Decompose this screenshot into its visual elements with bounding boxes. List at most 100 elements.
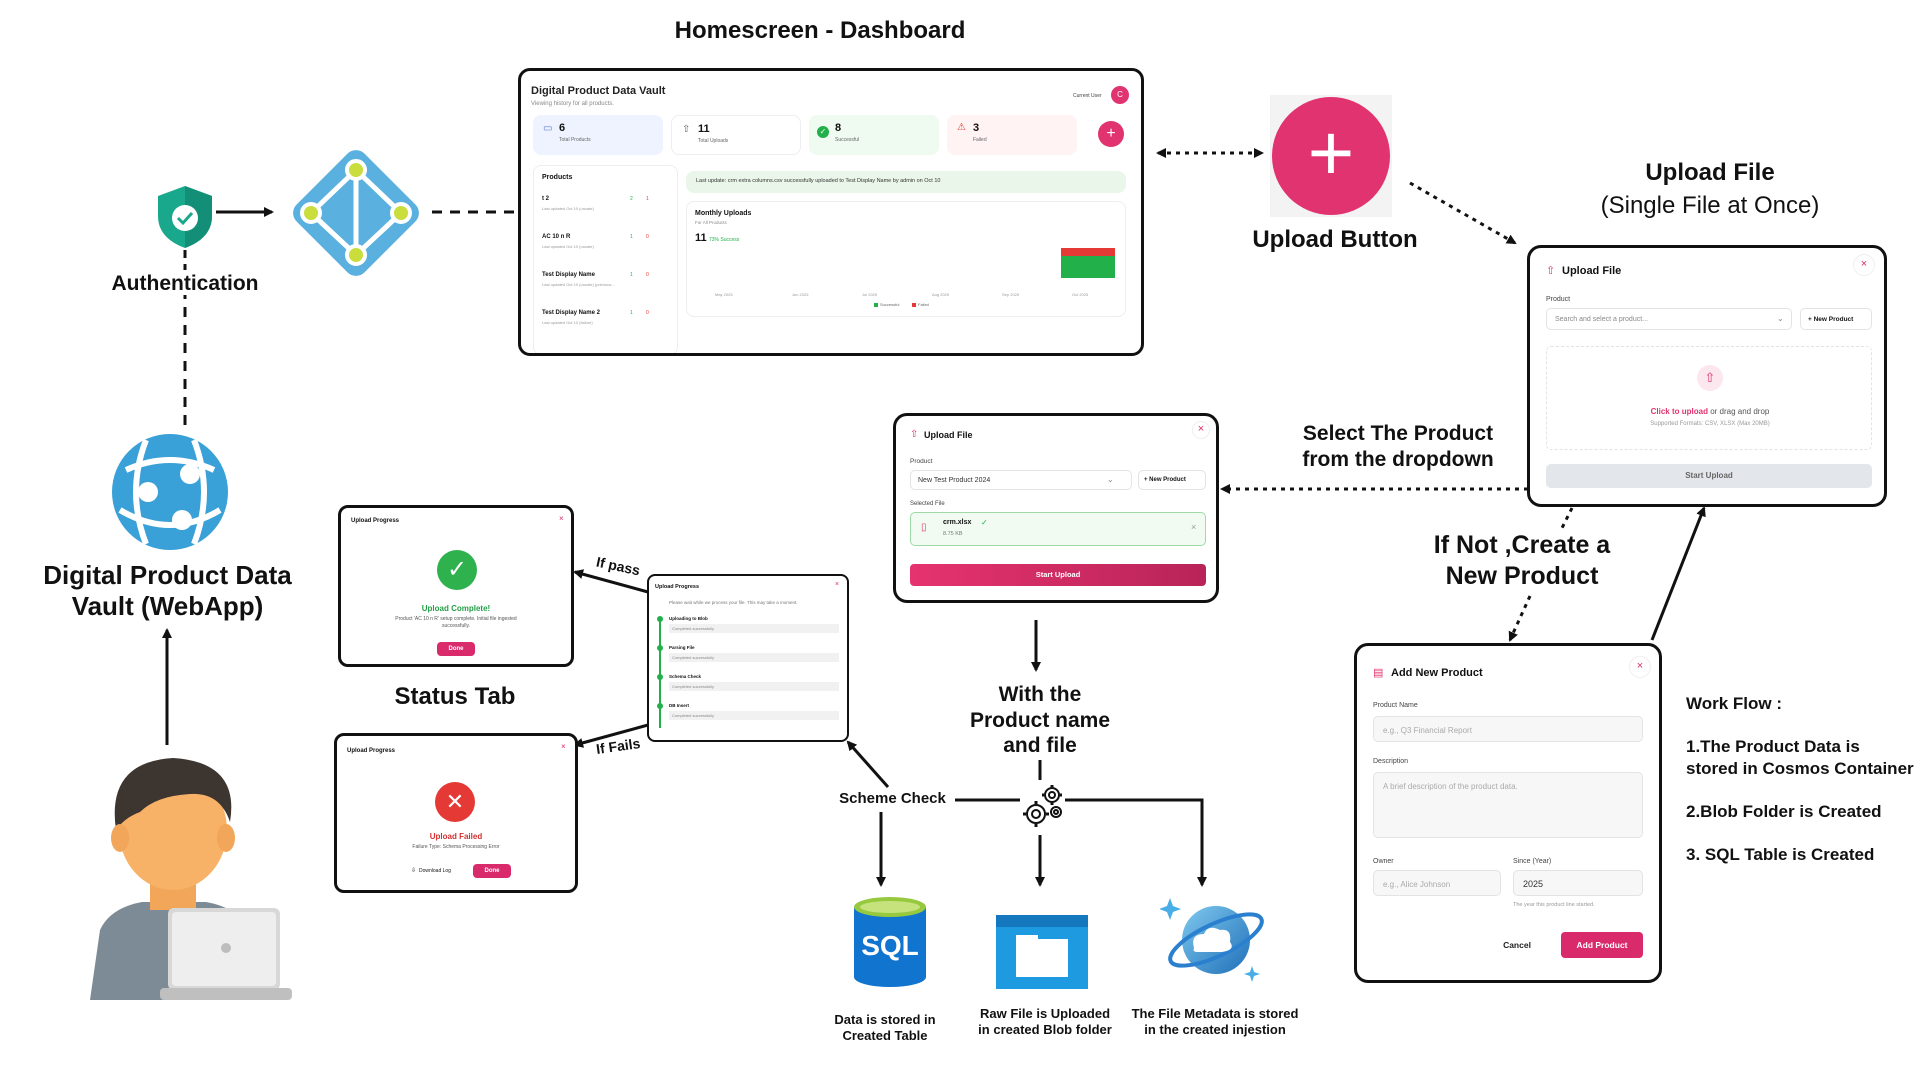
stat-label: Failed xyxy=(973,137,987,143)
blob-caption-line2: in created Blob folder xyxy=(978,1021,1112,1037)
box-icon: ▭ xyxy=(543,123,553,134)
cosmos-db-icon xyxy=(1160,898,1264,982)
chevron-down-icon: ⌄ xyxy=(1107,475,1114,484)
selected-file-card: ▯ crm.xlsx ✓ 8.75 KB × xyxy=(910,512,1206,546)
monthly-sub: For All Products xyxy=(695,220,727,225)
upload-cloud-icon: ⇧ xyxy=(1697,365,1723,391)
workflow-notes: Work Flow : 1.The Product Data is stored… xyxy=(1686,693,1916,865)
step-status-box: Completed successfully xyxy=(669,624,839,633)
legend-swatch-failed xyxy=(912,303,916,307)
cosmos-caption: The File Metadata is stored in the creat… xyxy=(1125,1006,1305,1037)
workflow-step-1: 1.The Product Data is stored in Cosmos C… xyxy=(1686,737,1914,778)
close-icon[interactable]: × xyxy=(1192,421,1210,439)
selected-file-label: Selected File xyxy=(910,501,945,507)
owner-input[interactable]: e.g., Alice Johnson xyxy=(1373,870,1501,896)
product-ok-count: 1 xyxy=(630,234,633,240)
check-icon: ✓ xyxy=(817,126,829,138)
product-meta: Last updated Oct 10 (uncate) xyxy=(542,244,594,249)
month-label: May 2025 xyxy=(715,292,733,297)
upload-selected-screenshot: ⇧ Upload File × Product New Test Product… xyxy=(893,413,1219,603)
progress-title: Upload Progress xyxy=(655,584,700,590)
add-product-screenshot: ▤ Add New Product × Product Name e.g., Q… xyxy=(1354,643,1662,983)
upload-icon: ⇧ xyxy=(910,429,919,440)
step-status: Completed successfully xyxy=(672,655,715,660)
download-icon: ⇩ xyxy=(411,868,417,874)
upload-icon: ⇧ xyxy=(1546,265,1556,277)
add-product-button[interactable]: Add Product xyxy=(1561,932,1643,958)
start-upload-button[interactable]: Start Upload xyxy=(910,564,1206,586)
upload-button[interactable]: + xyxy=(1272,97,1390,215)
cosmos-caption-line1: The File Metadata is stored xyxy=(1131,1006,1299,1021)
upload-button-label: Upload Button xyxy=(1252,226,1418,253)
upload-failed-screenshot: Upload Progress × ✕ Upload Failed Failur… xyxy=(334,733,578,893)
product-name: t 2 xyxy=(542,196,550,202)
close-icon[interactable]: × xyxy=(561,742,566,751)
webapp-label-line2: Vault (WebApp) xyxy=(71,591,264,622)
stat-card-uploads: ⇧ 11 Total Uploads xyxy=(671,115,801,155)
new-product-button[interactable]: + New Product xyxy=(1800,308,1872,330)
upload-success-screenshot: Upload Progress × ✓ Upload Complete! Pro… xyxy=(338,505,574,667)
dropzone-text: Click to upload or drag and drop xyxy=(1547,407,1873,416)
since-hint: The year this product line started. xyxy=(1513,902,1595,908)
product-value: New Test Product 2024 xyxy=(918,477,991,484)
cosmos-caption-line2: in the created injestion xyxy=(1144,1021,1286,1037)
select-product-line2: from the dropdown xyxy=(1302,447,1494,471)
remove-file-icon[interactable]: × xyxy=(1191,522,1197,532)
close-icon[interactable]: × xyxy=(559,514,564,523)
current-user-label: Current User xyxy=(1073,93,1102,99)
add-upload-button[interactable]: + xyxy=(1098,121,1124,147)
description-input[interactable]: A brief description of the product data. xyxy=(1373,772,1643,838)
if-pass-label: If pass xyxy=(594,553,642,579)
step-status-box: Completed successfully xyxy=(669,711,839,720)
legend-success: Successful xyxy=(880,302,900,307)
arrow-create-text-to-add xyxy=(1508,595,1532,642)
close-icon[interactable]: × xyxy=(1629,656,1651,678)
description-placeholder: A brief description of the product data. xyxy=(1383,782,1518,791)
done-button[interactable]: Done xyxy=(437,642,475,656)
click-to-upload-link[interactable]: Click to upload xyxy=(1650,407,1708,416)
close-icon[interactable]: × xyxy=(835,581,840,588)
step-dot-icon xyxy=(657,674,663,680)
success-message-line1: Product 'AC 10 n R' setup complete. Init… xyxy=(395,616,517,622)
monthly-title: Monthly Uploads xyxy=(695,210,752,217)
product-select[interactable]: New Test Product 2024 ⌄ xyxy=(910,470,1132,490)
progress-message: Please wait while we process your file. … xyxy=(669,600,798,605)
user-with-laptop-illustration xyxy=(90,758,292,1000)
done-button[interactable]: Done xyxy=(473,864,511,878)
since-year-input[interactable]: 2025 xyxy=(1513,870,1643,896)
monthly-success: 73% Success xyxy=(709,237,740,243)
product-select[interactable]: Search and select a product... ⌄ xyxy=(1546,308,1792,330)
workflow-step-3: 3. SQL Table is Created xyxy=(1686,845,1875,864)
failed-x-icon: ✕ xyxy=(435,782,475,822)
new-product-button[interactable]: + New Product xyxy=(1138,470,1206,490)
sql-caption: Data is stored in Created Table xyxy=(805,1012,965,1043)
stat-value: 11 xyxy=(698,123,710,135)
file-dropzone[interactable]: ⇧ Click to upload or drag and drop Suppo… xyxy=(1546,346,1872,450)
failed-heading: Upload Failed xyxy=(429,832,483,841)
scheme-check-label: Scheme Check xyxy=(830,790,955,807)
month-label: Jul 2025 xyxy=(862,292,878,297)
step-name: Parsing File xyxy=(669,645,695,650)
since-label: Since (Year) xyxy=(1513,858,1552,865)
file-icon: ▯ xyxy=(921,522,927,533)
download-log-link[interactable]: Download Log xyxy=(419,868,451,874)
month-label: Sep 2025 xyxy=(1002,292,1020,297)
product-name: Test Display Name xyxy=(542,272,595,278)
step-dot-icon xyxy=(657,703,663,709)
upload-icon: ⇧ xyxy=(682,124,691,135)
avatar[interactable]: C xyxy=(1111,86,1129,104)
step-status-box: Completed successfully xyxy=(669,653,839,662)
owner-placeholder: e.g., Alice Johnson xyxy=(1383,880,1451,889)
step-dot-icon xyxy=(657,616,663,622)
product-name: Test Display Name 2 xyxy=(542,310,600,316)
new-product-label: + New Product xyxy=(1144,477,1186,483)
product-name-input[interactable]: e.g., Q3 Financial Report xyxy=(1373,716,1643,742)
description-label: Description xyxy=(1373,758,1409,765)
start-upload-button-disabled[interactable]: Start Upload xyxy=(1546,464,1872,488)
cancel-button[interactable]: Cancel xyxy=(1503,940,1531,950)
close-icon[interactable]: × xyxy=(1853,254,1875,276)
gear-icon xyxy=(1023,785,1062,827)
arrow-gear-to-cosmos xyxy=(1065,798,1207,887)
dashboard-screenshot: Digital Product Data Vault Viewing histo… xyxy=(518,68,1144,356)
workflow-step-2: 2.Blob Folder is Created xyxy=(1686,801,1882,821)
